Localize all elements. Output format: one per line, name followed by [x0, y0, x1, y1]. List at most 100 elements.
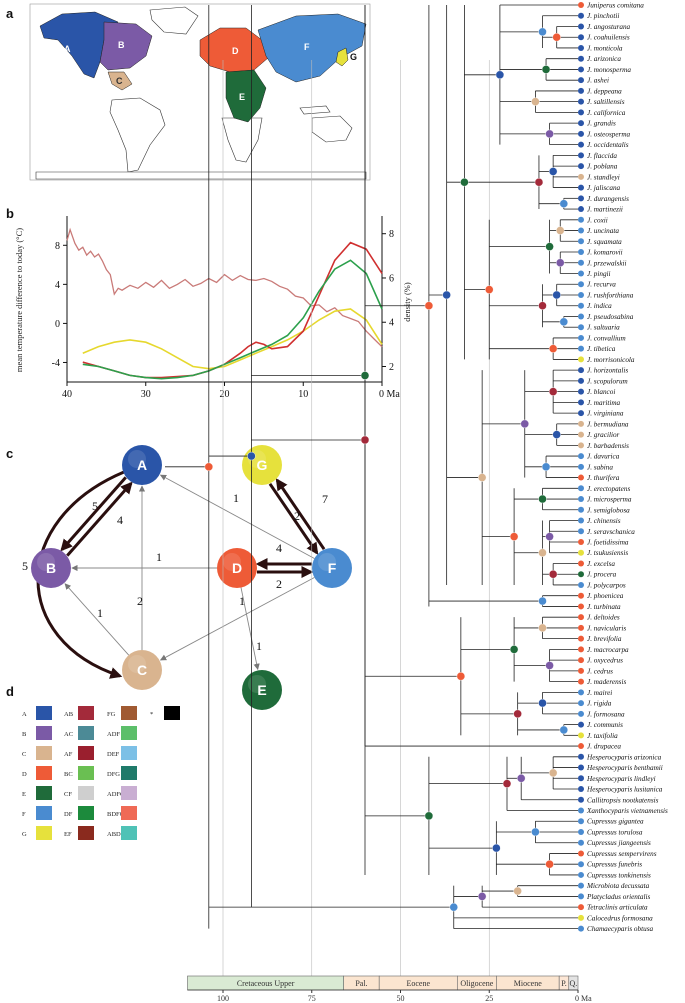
tree-tip-label: J. grandis — [587, 120, 616, 128]
tree-tip-dot — [578, 796, 584, 803]
graph-node-A — [122, 445, 162, 485]
graph-edge — [60, 476, 127, 552]
graph-node-highlight — [223, 553, 241, 571]
chart-ytick-right-label: 8 — [389, 229, 394, 240]
tree-tip-dot — [578, 249, 584, 256]
graph-edge-label: 1 — [256, 639, 262, 653]
legend-swatch — [36, 806, 52, 820]
timescale-tick-label: 100 — [217, 994, 229, 1003]
legend-label: DEF — [107, 751, 120, 758]
tree-tip-dot — [578, 904, 584, 911]
tree-tip-dot — [578, 753, 584, 760]
legend-swatch — [78, 806, 94, 820]
tree-tip-label: J. rigida — [587, 700, 612, 708]
tree-node-pie — [509, 645, 519, 654]
tree-tip-dot — [578, 141, 584, 148]
tree-tip-dot — [578, 818, 584, 825]
tree-node-pie — [531, 827, 540, 837]
graph-node-label: G — [257, 457, 268, 473]
tree-tip-label: Hesperocyparis benthamii — [586, 764, 663, 772]
tree-tip-dot — [578, 377, 584, 384]
tree-tip-label: J. gracilior — [587, 431, 620, 439]
map-region-A — [39, 11, 119, 79]
chart-ylabel-left: mean temperature difference to today (°C… — [14, 228, 24, 372]
graph-edge — [66, 481, 133, 557]
chart-ytick-right-label: 4 — [389, 318, 394, 329]
tree-tip-label: J. barbadensis — [587, 442, 629, 450]
tree-tip-label: J. monosperma — [587, 66, 631, 74]
graph-edge-label: 4 — [117, 513, 123, 527]
graph-edge-label: 2 — [276, 577, 282, 591]
map-label-A: A — [64, 44, 71, 54]
tree-node-pie — [502, 779, 512, 788]
tree-node-pie — [538, 698, 547, 708]
legend-swatch — [121, 746, 137, 760]
tree-node-pie — [548, 768, 558, 778]
tree-tip-label: J. occidentalis — [587, 141, 629, 149]
tree-tip-label: Juniperus comitana — [587, 2, 644, 10]
legend-swatch — [36, 786, 52, 800]
tree-tip-dot — [578, 238, 584, 245]
graph-edge-label: 1 — [97, 606, 103, 620]
tree-tip-dot — [578, 23, 584, 30]
timescale-tick-label: 0 Ma — [575, 994, 592, 1003]
tree-tip-label: J. recurva — [587, 281, 616, 289]
map-land-southafrica — [221, 117, 263, 163]
map-land-indonesia — [299, 105, 331, 115]
legend-label: DFG — [107, 771, 120, 778]
tree-node-pie — [552, 430, 561, 439]
tree-tip-label: J. bermudiana — [587, 420, 629, 428]
tree-node-pie — [360, 435, 370, 445]
tree-tip-label: J. morrisonicola — [587, 356, 635, 364]
graph-node-highlight — [248, 675, 266, 693]
tree-node-pie — [492, 843, 501, 853]
tree-tip-label: J. erectopatens — [587, 485, 630, 493]
tree-tip-label: Hesperocyparis lusitanica — [586, 786, 663, 794]
tree-tip-label: J. tsukusiensis — [587, 549, 628, 557]
tree-tip-dot — [578, 259, 584, 266]
tree-tip-label: J. excelsa — [587, 560, 615, 568]
chart-ylabel-right: density (%) — [402, 282, 412, 322]
timescale-tick-label: 75 — [308, 994, 316, 1003]
graph-node-E — [242, 670, 282, 710]
world-map: A B C D E F G — [29, 3, 371, 181]
chart-series-line-0 — [66, 227, 383, 348]
tree-tip-label: Xanthocyparis vietnamensis — [586, 807, 668, 815]
graph-node-D — [217, 548, 257, 588]
tree-tip-dot — [578, 721, 584, 728]
tree-tip-label: J. osteosperma — [587, 130, 631, 138]
tree-tip-dot — [578, 345, 584, 352]
tree-tip-dot — [578, 882, 584, 889]
legend-label: BDFG — [107, 811, 125, 818]
panel-label-c: c — [6, 446, 13, 461]
tree-tip-label: J. martinezii — [587, 206, 623, 214]
tree-tip-label: J. saltuaria — [587, 324, 620, 332]
tree-tip-label: J. przewalskii — [587, 259, 627, 267]
map-label-F: F — [304, 42, 310, 52]
tree-tip-dot — [578, 689, 584, 696]
tree-tip-label: Cupressus jiangeensis — [587, 839, 651, 847]
tree-tip-label: Cupressus funebris — [587, 861, 642, 869]
tree-tip-label: J. formosana — [587, 710, 625, 718]
legend-swatch — [121, 726, 137, 740]
graph-edge-label: 4 — [276, 541, 282, 555]
chart-series-line-3 — [82, 259, 383, 380]
tree-tip-dot — [578, 216, 584, 223]
map-region-C — [107, 71, 133, 91]
legend-label: EF — [64, 831, 72, 838]
legend-swatch — [121, 786, 137, 800]
tree-tip-dot — [578, 130, 584, 137]
tree-tip-dot — [578, 173, 584, 180]
tree-tip-label: J. ashei — [587, 77, 609, 85]
tree-tip-label: J. deppeana — [587, 87, 622, 95]
legend-label: B — [22, 731, 27, 738]
map-label-D: D — [232, 46, 239, 56]
chart-xtick-label: 0 Ma — [379, 389, 400, 400]
tree-tip-dot — [578, 420, 584, 427]
tree-node-pie — [541, 462, 551, 472]
tree-tip-label: Cupressus torulosa — [587, 828, 643, 836]
tree-node-pie — [552, 33, 561, 42]
